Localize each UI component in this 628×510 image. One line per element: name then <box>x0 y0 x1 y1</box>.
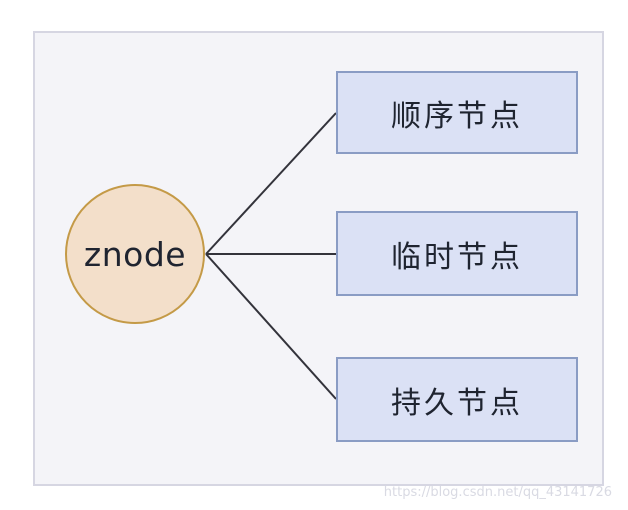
root-node-label: znode <box>83 234 187 274</box>
child-node-sequential: 顺序节点 <box>336 71 578 154</box>
child-node-ephemeral: 临时节点 <box>336 211 578 296</box>
connector-line-persistent <box>205 253 337 400</box>
child-node-persistent: 持久节点 <box>336 357 578 442</box>
child-node-label: 临时节点 <box>391 239 523 275</box>
root-node-znode: znode <box>65 184 205 324</box>
child-node-label: 持久节点 <box>391 385 523 421</box>
diagram-panel: znode 顺序节点 临时节点 持久节点 <box>33 31 604 486</box>
watermark-url: https://blog.csdn.net/qq_43141726 <box>383 485 612 500</box>
connector-line-sequential <box>205 112 337 255</box>
child-node-label: 顺序节点 <box>391 98 523 134</box>
